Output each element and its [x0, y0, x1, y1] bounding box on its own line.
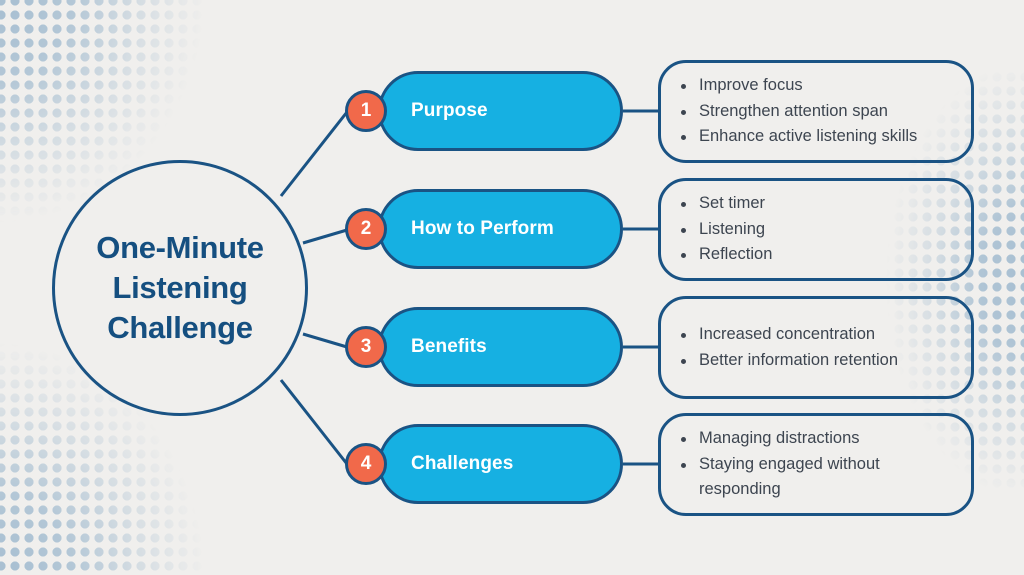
- branch-pill-3[interactable]: Benefits: [378, 307, 623, 387]
- branch-badge-2[interactable]: 2: [345, 208, 387, 250]
- list-item: Set timer: [681, 191, 955, 217]
- branch-pill-2[interactable]: How to Perform: [378, 189, 623, 269]
- list-item: Increased concentration: [681, 322, 955, 348]
- branch-label-1: Purpose: [411, 100, 488, 121]
- branch-badge-4[interactable]: 4: [345, 443, 387, 485]
- connector-hub-to-badge-1: [279, 111, 349, 197]
- list-item: Reflection: [681, 242, 955, 268]
- branch-number-3: 3: [360, 336, 372, 357]
- branch-bullet-list-1: Improve focus Strengthen attention span …: [661, 73, 971, 150]
- branch-listbox-1: Improve focus Strengthen attention span …: [658, 60, 974, 163]
- branch-badge-1[interactable]: 1: [345, 90, 387, 132]
- branch-number-2: 2: [360, 218, 372, 239]
- list-item: Listening: [681, 217, 955, 243]
- connector-hub-to-badge-4: [279, 379, 349, 465]
- branch-listbox-3: Increased concentration Better informati…: [658, 296, 974, 399]
- page-title: One-Minute Listening Challenge: [96, 229, 264, 346]
- connector-hub-to-badge-3: [302, 332, 348, 349]
- branch-label-2: How to Perform: [411, 218, 554, 239]
- list-item: Better information retention: [681, 348, 955, 374]
- branch-label-4: Challenges: [411, 453, 514, 474]
- list-item: Staying engaged without responding: [681, 452, 955, 503]
- branch-bullet-list-4: Managing distractions Staying engaged wi…: [661, 426, 971, 503]
- branch-listbox-2: Set timer Listening Reflection: [658, 178, 974, 281]
- branch-pill-4[interactable]: Challenges: [378, 424, 623, 504]
- branch-badge-3[interactable]: 3: [345, 326, 387, 368]
- list-item: Enhance active listening skills: [681, 124, 955, 150]
- list-item: Managing distractions: [681, 426, 955, 452]
- branch-label-3: Benefits: [411, 336, 487, 357]
- branch-pill-1[interactable]: Purpose: [378, 71, 623, 151]
- branch-listbox-4: Managing distractions Staying engaged wi…: [658, 413, 974, 516]
- branch-number-1: 1: [360, 100, 372, 121]
- list-item: Strengthen attention span: [681, 99, 955, 125]
- branch-number-4: 4: [360, 453, 372, 474]
- branch-bullet-list-3: Increased concentration Better informati…: [661, 322, 971, 373]
- connector-hub-to-badge-2: [302, 228, 348, 245]
- hub-circle: One-Minute Listening Challenge: [52, 160, 308, 416]
- list-item: Improve focus: [681, 73, 955, 99]
- branch-bullet-list-2: Set timer Listening Reflection: [661, 191, 971, 268]
